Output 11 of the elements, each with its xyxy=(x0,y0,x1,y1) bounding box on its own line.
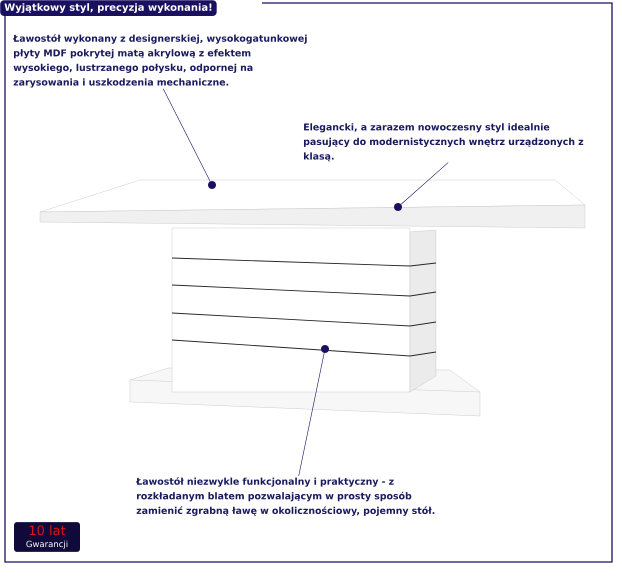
leader-line xyxy=(400,162,448,205)
callout-text: Elegancki, a zarazem nowoczesny styl idealnie pasujący do modernistycznych wnętrz urządzonych z klasą. xyxy=(304,123,584,162)
marker-dot xyxy=(208,181,216,189)
marker-dot xyxy=(321,345,329,353)
leader-line xyxy=(162,88,210,182)
title-tab: Wyjątkowy styl, precyzja wykonania! xyxy=(0,0,217,16)
callout-text: Ławostół niezwykle funkcjonalny i praktyczny - z rozkładanym blatem pozwalającym w prosty sposób zamienić zgrabną ławę w okolicznościowy, pojemny stół. xyxy=(136,477,434,516)
callout-text: Ławostół wykonany z designerskiej, wysokogatunkowej płyty MDF pokrytej matą akrylową z efektem wysokiego, lustrzanego połysku, odpornej na zarysowania i uszkodzenia mechaniczne. xyxy=(12,34,307,88)
leader-line xyxy=(298,352,324,476)
warranty-badge: 10 lat Gwarancji xyxy=(14,522,80,552)
marker-dot xyxy=(394,203,402,211)
